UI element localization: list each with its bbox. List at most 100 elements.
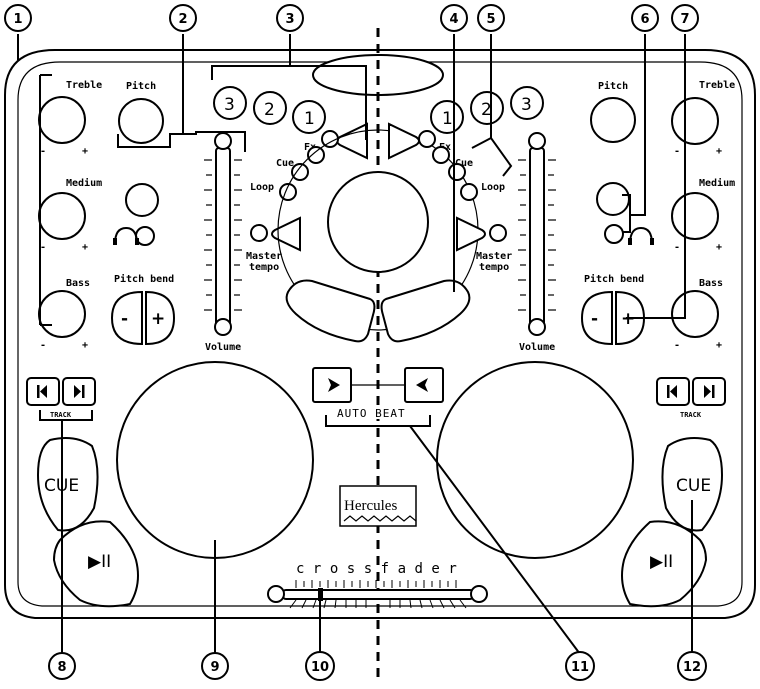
left-volume-track xyxy=(215,147,231,327)
right-master-tempo-triangle[interactable] xyxy=(456,216,486,252)
left-medium-plus: + xyxy=(82,242,88,253)
headphone-icon-right-cup xyxy=(135,238,139,245)
right-play-pause-button[interactable] xyxy=(621,520,708,608)
right-volume-label: Volume xyxy=(519,342,555,353)
right-master-tempo-led[interactable] xyxy=(489,224,507,242)
crossfader-ticks xyxy=(289,580,467,609)
callout-2: 2 xyxy=(178,12,187,27)
left-pitch-knob[interactable] xyxy=(118,98,164,144)
left-medium-minus: - xyxy=(40,242,46,253)
callout-7-circle xyxy=(671,4,699,32)
right-bass-minus: - xyxy=(674,340,680,351)
headphone-icon xyxy=(114,226,138,245)
left-fx-button-1[interactable] xyxy=(292,100,326,134)
left-headphone-knob[interactable] xyxy=(125,183,159,217)
right-previous-track-icon xyxy=(667,385,677,398)
callout-12-circle xyxy=(677,651,707,681)
right-volume-handle-top[interactable] xyxy=(528,132,546,150)
callout-5: 5 xyxy=(486,12,495,27)
center-knob[interactable] xyxy=(327,171,429,273)
callout-1: 1 xyxy=(13,12,22,27)
callout-12: 12 xyxy=(683,660,701,675)
left-medium-knob[interactable] xyxy=(38,192,86,240)
right-jog-wheel[interactable] xyxy=(436,361,634,559)
left-fx-number-2: 2 xyxy=(264,100,275,120)
left-master-tempo-led[interactable] xyxy=(250,224,268,242)
auto-beat-label: AUTO BEAT xyxy=(337,407,406,420)
right-headphone-button[interactable] xyxy=(604,224,624,244)
right-fx-led[interactable] xyxy=(418,130,436,148)
right-loop-pad[interactable] xyxy=(380,279,471,343)
right-volume-handle-bottom[interactable] xyxy=(528,318,546,336)
left-play-pause-button[interactable] xyxy=(52,520,139,608)
right-tempo-label: tempo xyxy=(479,262,509,273)
left-pitch-bend-label: Pitch bend xyxy=(114,273,174,285)
brand-logo-waves xyxy=(343,515,417,522)
right-loop-led[interactable] xyxy=(448,163,466,181)
right-pitch-knob[interactable] xyxy=(590,97,636,143)
right-volume-ticks xyxy=(518,159,556,311)
right-volume-track xyxy=(529,147,545,327)
next-track-icon xyxy=(74,385,85,398)
right-treble-knob[interactable] xyxy=(671,97,719,145)
left-pitch-bend-plus-button[interactable] xyxy=(145,290,176,346)
left-bass-plus: + xyxy=(82,340,88,351)
right-bass-label: Bass xyxy=(699,278,723,289)
left-treble-knob[interactable] xyxy=(38,96,86,144)
left-bass-knob[interactable] xyxy=(38,290,86,338)
left-fx-number-3: 3 xyxy=(224,95,235,115)
left-loop-pad[interactable] xyxy=(285,279,376,343)
right-loop-led-2[interactable] xyxy=(460,183,478,201)
left-medium-label: Medium xyxy=(66,177,102,189)
callout-1-circle xyxy=(4,4,32,32)
left-loop-led[interactable] xyxy=(291,163,309,181)
right-bass-knob[interactable] xyxy=(671,290,719,338)
left-mode-triangle-button[interactable] xyxy=(336,122,368,160)
left-bass-label: Bass xyxy=(66,278,90,289)
callout-11: 11 xyxy=(571,660,589,675)
left-track-label: TRACK xyxy=(50,411,72,419)
left-fx-number-1: 1 xyxy=(304,109,315,129)
right-medium-knob[interactable] xyxy=(671,192,719,240)
right-master-label: Master xyxy=(476,251,512,262)
controller-inner-edge xyxy=(17,61,743,607)
left-loop-label: Loop xyxy=(250,182,274,193)
right-pitch-label: Pitch xyxy=(598,80,628,92)
previous-track-icon xyxy=(37,385,47,398)
crossfader-handle[interactable] xyxy=(318,588,323,601)
left-fx-button-3[interactable] xyxy=(213,86,247,120)
left-master-tempo-triangle[interactable] xyxy=(271,216,301,252)
right-fx-button-2[interactable] xyxy=(470,91,504,125)
controller-body xyxy=(4,49,756,619)
left-fx-button-2[interactable] xyxy=(253,91,287,125)
arrow-left-icon xyxy=(416,378,428,392)
left-cue-led[interactable] xyxy=(307,146,325,164)
callout-10: 10 xyxy=(311,660,329,675)
right-cue-text: CUE xyxy=(676,476,711,496)
left-fx-label: Fx xyxy=(304,142,316,153)
right-fx-number-1: 1 xyxy=(442,109,453,129)
right-pitch-bend-label: Pitch bend xyxy=(584,273,644,285)
right-cue-led[interactable] xyxy=(432,146,450,164)
left-volume-handle-top[interactable] xyxy=(214,132,232,150)
left-jog-wheel[interactable] xyxy=(116,361,314,559)
left-volume-ticks xyxy=(204,159,242,311)
callout-3: 3 xyxy=(285,12,294,27)
arrow-right-icon xyxy=(328,378,340,392)
left-volume-handle-bottom[interactable] xyxy=(214,318,232,336)
headphone-icon-left-cup xyxy=(113,238,117,245)
right-pitch-bend-minus-button[interactable] xyxy=(580,290,613,346)
right-headphone-icon-left-cup xyxy=(628,238,632,245)
right-fx-button-3[interactable] xyxy=(510,86,544,120)
auto-beat-label-box xyxy=(336,406,420,419)
left-pitch-bend-minus-button[interactable] xyxy=(110,290,143,346)
left-pitch-bend-plus-text: + xyxy=(151,309,165,329)
right-mode-triangle-button[interactable] xyxy=(388,122,420,160)
right-track-label: TRACK xyxy=(680,411,702,419)
right-headphone-knob[interactable] xyxy=(596,182,630,216)
right-headphone-icon xyxy=(629,226,653,245)
callout-7: 7 xyxy=(680,12,689,27)
crossfader-track xyxy=(282,589,474,600)
